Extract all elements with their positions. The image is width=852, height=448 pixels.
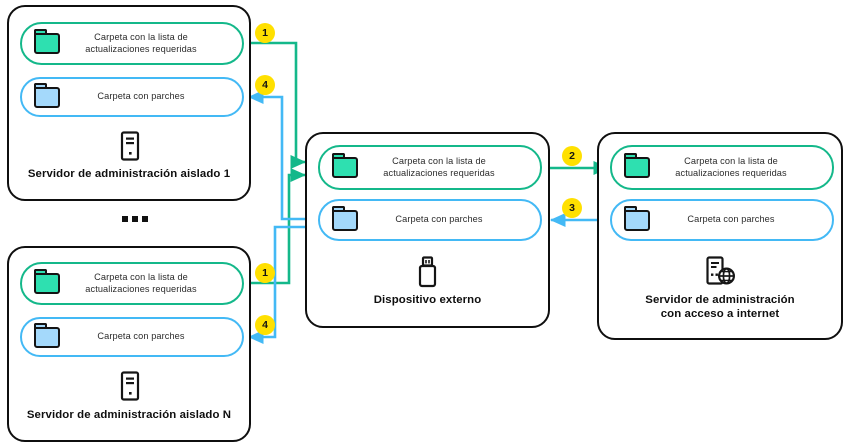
folder-label: Carpeta con la lista de actualizaciones …	[383, 156, 495, 178]
folder-row-patches-isolated-n[interactable]: Carpeta con parches	[20, 317, 244, 357]
panel-caption-isolated-1: Servidor de administración aislado 1	[27, 168, 231, 180]
folder-label: Carpeta con parches	[687, 214, 775, 225]
usb-drive-icon	[417, 256, 438, 288]
folder-row-updates-internet-server[interactable]: Carpeta con la lista de actualizaciones …	[610, 145, 834, 190]
folder-row-updates-external-device[interactable]: Carpeta con la lista de actualizaciones …	[318, 145, 542, 190]
folder-label: Carpeta con parches	[395, 214, 483, 225]
folder-label: Carpeta con parches	[97, 91, 185, 102]
folder-row-patches-isolated-1[interactable]: Carpeta con parches	[20, 77, 244, 117]
step-badge-4-top: 4	[255, 75, 275, 95]
folder-row-patches-external-device[interactable]: Carpeta con parches	[318, 199, 542, 241]
wire-step-4-bottom	[247, 225, 305, 345]
ellipsis-more-servers	[122, 216, 148, 222]
server-icon	[119, 131, 141, 161]
folder-row-patches-internet-server[interactable]: Carpeta con parches	[610, 199, 834, 241]
step-badge-3: 3	[562, 198, 582, 218]
step-badge-2: 2	[562, 146, 582, 166]
step-badge-1-bottom: 1	[255, 263, 275, 283]
folder-icon	[34, 29, 60, 54]
wire-step-4-top	[247, 89, 305, 221]
caption-line-1: Servidor de administración	[645, 294, 795, 306]
folder-icon	[34, 269, 60, 294]
folder-label: Carpeta con la lista de actualizaciones …	[85, 272, 197, 294]
folder-icon	[34, 82, 60, 108]
panel-caption-isolated-n: Servidor de administración aislado N	[26, 409, 232, 421]
folder-icon	[34, 322, 60, 348]
wire-step-1-top	[242, 41, 307, 170]
wire-step-1-bottom	[242, 167, 307, 285]
folder-icon	[624, 205, 650, 231]
folder-label: Carpeta con la lista de actualizaciones …	[85, 32, 197, 54]
panel-caption-internet-server: Servidor de administración con acceso a …	[597, 294, 843, 321]
server-icon	[119, 371, 141, 401]
folder-row-updates-isolated-n[interactable]: Carpeta con la lista de actualizaciones …	[20, 262, 244, 305]
folder-label: Carpeta con la lista de actualizaciones …	[675, 156, 787, 178]
folder-icon	[332, 205, 358, 231]
panel-caption-external-device: Dispositivo externo	[373, 294, 482, 306]
folder-row-updates-isolated-1[interactable]: Carpeta con la lista de actualizaciones …	[20, 22, 244, 65]
folder-label: Carpeta con parches	[97, 331, 185, 342]
step-badge-1-top: 1	[255, 23, 275, 43]
caption-line-2: con acceso a internet	[660, 307, 780, 320]
folder-icon	[332, 153, 358, 178]
step-badge-4-bottom: 4	[255, 315, 275, 335]
folder-icon	[624, 153, 650, 178]
server-globe-icon	[705, 256, 737, 286]
